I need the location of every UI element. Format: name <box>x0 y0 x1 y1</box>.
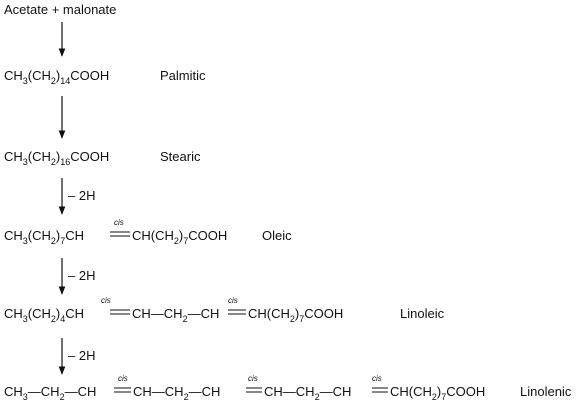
palmitic-formula: CH3(CH2)14COOH <box>4 68 109 86</box>
oleic-double-bond <box>110 231 130 237</box>
linolenic-formula-part2: CH—CH2—CH <box>133 384 220 402</box>
stearic-formula: CH3(CH2)16COOH <box>4 149 109 167</box>
linoleic-cis-label-2: cis <box>228 296 238 305</box>
linolenic-cis-label-1: cis <box>118 374 128 383</box>
linolenic-cis-label-3: cis <box>372 374 382 383</box>
linoleic-formula-part1: CH3(CH2)4CH <box>4 306 84 324</box>
linolenic-formula-part1: CH3—CH2—CH <box>4 384 96 402</box>
stearic-name: Stearic <box>160 149 201 164</box>
step-label-3: – 2H <box>68 348 95 363</box>
palmitic-name: Palmitic <box>160 68 206 83</box>
oleic-formula-part2: CH(CH2)7COOH <box>132 228 227 246</box>
linolenic-name: Linolenic <box>520 384 572 399</box>
linolenic-formula-part4: CH(CH2)7COOH <box>390 384 485 402</box>
step-label-1: – 2H <box>68 188 95 203</box>
linoleic-cis-label-1: cis <box>101 296 111 305</box>
start-label: Acetate + malonate <box>4 2 116 17</box>
oleic-cis-label: cis <box>114 218 124 227</box>
linolenic-cis-label-2: cis <box>248 374 258 383</box>
linoleic-double-bond-2 <box>228 309 246 315</box>
linoleic-double-bond-1 <box>110 309 130 315</box>
linoleic-formula-part3: CH(CH2)7COOH <box>248 306 343 324</box>
linolenic-formula-part3: CH—CH2—CH <box>264 384 351 402</box>
linoleic-formula-part2: CH—CH2—CH <box>132 306 219 324</box>
oleic-name: Oleic <box>262 228 292 243</box>
linolenic-double-bond-2 <box>246 387 262 393</box>
linoleic-name: Linoleic <box>400 306 445 321</box>
linolenic-double-bond-1 <box>114 387 131 393</box>
linolenic-double-bond-3 <box>372 387 388 393</box>
oleic-formula-part1: CH3(CH2)7CH <box>4 228 84 246</box>
step-label-2: – 2H <box>68 268 95 283</box>
